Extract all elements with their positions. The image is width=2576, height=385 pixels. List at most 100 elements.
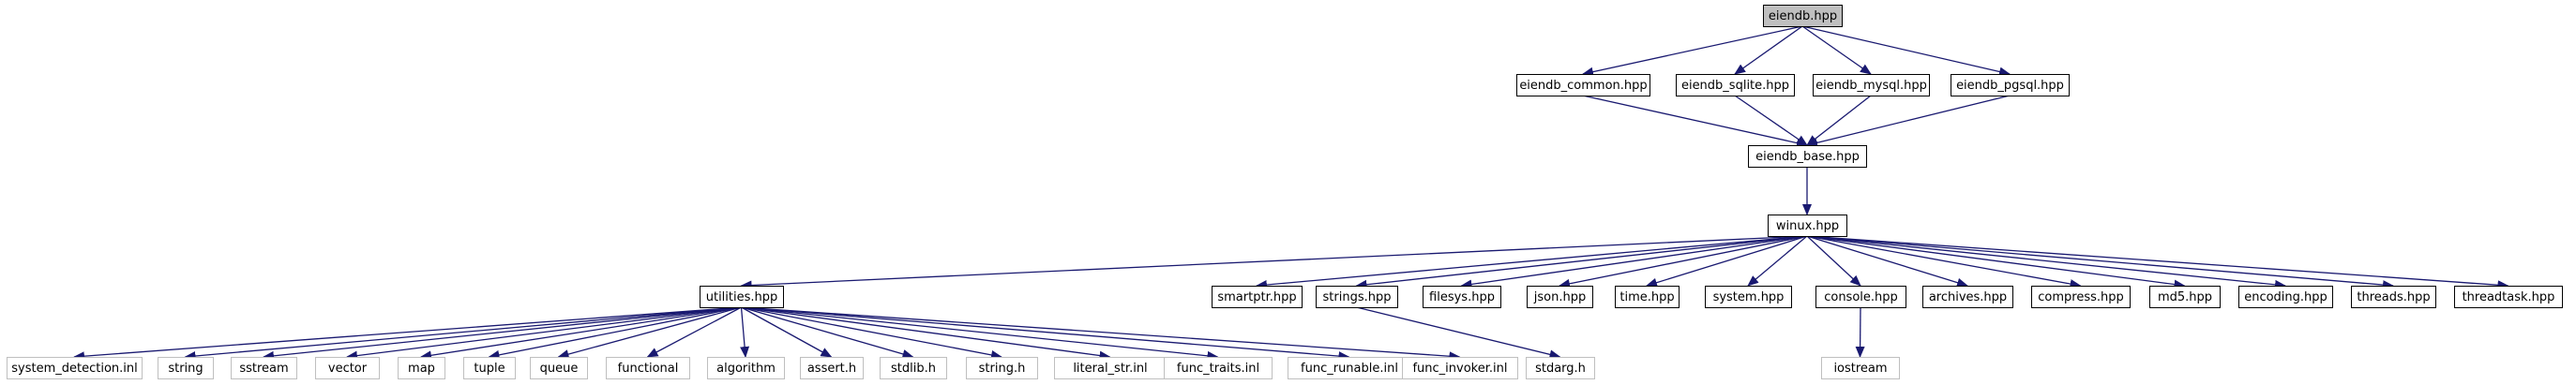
node-label: md5.hpp	[2158, 290, 2212, 304]
node-threadtask[interactable]: threadtask.hpp	[2454, 286, 2563, 308]
node-label: eiendb_sqlite.hpp	[1681, 79, 1789, 93]
node-box	[2149, 286, 2221, 308]
node-utilities[interactable]: utilities.hpp	[700, 286, 784, 308]
node-eiendb-hpp[interactable]: eiendb.hpp	[1763, 5, 1843, 27]
edge-winux-to-archives	[1806, 235, 1968, 288]
node-label: system.hpp	[1713, 290, 1785, 304]
node-eiendb-sqlite[interactable]: eiendb_sqlite.hpp	[1676, 74, 1795, 96]
edge-utilities-to-string	[184, 306, 742, 362]
node-label: iostream	[1833, 362, 1887, 376]
edge-eiendb_sqlite-to-eiendb_base	[1734, 95, 1808, 146]
edge-utilities-to-functional	[646, 306, 742, 358]
node-assert-h: assert.h	[800, 357, 864, 379]
node-archives[interactable]: archives.hpp	[1922, 286, 2013, 308]
node-box	[1748, 145, 1867, 168]
node-label: literal_str.inl	[1073, 362, 1147, 376]
edge-utilities-to-func_runable	[741, 306, 1350, 362]
node-box	[1705, 286, 1792, 308]
node-box	[7, 357, 143, 379]
node-box	[1676, 74, 1795, 96]
node-queue: queue	[530, 357, 588, 379]
node-box	[2031, 286, 2131, 308]
node-box	[1815, 286, 1906, 308]
node-eiendb-base[interactable]: eiendb_base.hpp	[1748, 145, 1867, 168]
node-string-h: string.h	[966, 357, 1038, 379]
edge-winux-to-threads	[1806, 235, 2394, 290]
node-time[interactable]: time.hpp	[1615, 286, 1680, 308]
node-box	[1615, 286, 1680, 308]
edge-winux-to-strings	[1355, 235, 1808, 289]
node-box	[1316, 286, 1398, 308]
edge-eiendb_hpp-to-eiendb_common	[1582, 25, 1803, 77]
edge-strings-to-stdarg_h	[1356, 306, 1561, 360]
node-label: json.hpp	[1533, 290, 1586, 304]
node-label: console.hpp	[1824, 290, 1898, 304]
edge-utilities-to-func_traits	[741, 306, 1219, 361]
node-box	[700, 286, 784, 308]
edge-eiendb_hpp-to-eiendb_mysql	[1801, 25, 1872, 75]
node-label: encoding.hpp	[2244, 290, 2327, 304]
node-label: map	[408, 362, 435, 376]
node-strings[interactable]: strings.hpp	[1316, 286, 1398, 308]
edges-layer	[73, 25, 2509, 362]
edge-utilities-to-assert_h	[741, 306, 833, 358]
node-stdarg-h: stdarg.h	[1526, 357, 1595, 379]
node-box	[315, 357, 380, 379]
node-eiendb-pgsql[interactable]: eiendb_pgsql.hpp	[1951, 74, 2070, 96]
edge-eiendb_hpp-to-eiendb_sqlite	[1734, 25, 1803, 75]
node-console[interactable]: console.hpp	[1815, 286, 1906, 308]
node-label: func_traits.inl	[1177, 362, 1259, 376]
edge-winux-to-console	[1806, 235, 1861, 287]
node-label: time.hpp	[1619, 290, 1674, 304]
node-label: eiendb_mysql.hpp	[1815, 79, 1927, 93]
node-box	[398, 357, 445, 379]
node-func-traits: func_traits.inl	[1164, 357, 1273, 379]
node-box	[966, 357, 1038, 379]
node-literal-str: literal_str.inl	[1054, 357, 1167, 379]
node-box	[707, 357, 785, 379]
node-label: algorithm	[716, 362, 776, 376]
edge-winux-to-threadtask	[1806, 235, 2509, 290]
edge-utilities-to-algorithm	[740, 306, 750, 358]
node-winux[interactable]: winux.hpp	[1768, 215, 1847, 237]
edge-utilities-to-func_invoker	[741, 306, 1461, 362]
edge-eiendb_hpp-to-eiendb_pgsql	[1801, 25, 2011, 77]
node-func-invoker: func_invoker.inl	[1402, 357, 1518, 379]
edge-eiendb_mysql-to-eiendb_base	[1806, 95, 1872, 146]
node-label: functional	[618, 362, 679, 376]
node-json[interactable]: json.hpp	[1527, 286, 1593, 308]
node-label: eiendb_common.hpp	[1519, 79, 1647, 93]
node-filesys[interactable]: filesys.hpp	[1423, 286, 1501, 308]
edge-console-to-iostream	[1855, 306, 1865, 358]
edge-eiendb_pgsql-to-eiendb_base	[1806, 95, 2011, 148]
node-box	[606, 357, 690, 379]
node-label: archives.hpp	[1929, 290, 2007, 304]
node-label: eiendb_pgsql.hpp	[1956, 79, 2064, 93]
node-box	[530, 357, 588, 379]
node-compress[interactable]: compress.hpp	[2031, 286, 2131, 308]
node-encoding[interactable]: encoding.hpp	[2238, 286, 2333, 308]
node-box	[1951, 74, 2070, 96]
node-eiendb-mysql[interactable]: eiendb_mysql.hpp	[1813, 74, 1930, 96]
node-tuple: tuple	[463, 357, 516, 379]
edge-utilities-to-system_detection	[73, 306, 742, 362]
node-box	[2238, 286, 2333, 308]
node-threads[interactable]: threads.hpp	[2351, 286, 2436, 308]
node-box	[1516, 74, 1650, 96]
node-box	[1526, 357, 1595, 379]
node-label: string.h	[979, 362, 1026, 376]
node-label: vector	[328, 362, 368, 376]
node-eiendb-common[interactable]: eiendb_common.hpp	[1516, 74, 1650, 96]
node-box	[1212, 286, 1303, 308]
edge-utilities-to-literal_str	[741, 306, 1111, 361]
node-label: queue	[540, 362, 579, 376]
edge-utilities-to-stdlib_h	[741, 306, 914, 359]
node-system[interactable]: system.hpp	[1705, 286, 1792, 308]
node-label: func_invoker.inl	[1412, 362, 1507, 376]
node-iostream: iostream	[1821, 357, 1900, 379]
node-smartptr[interactable]: smartptr.hpp	[1212, 286, 1303, 308]
node-md5[interactable]: md5.hpp	[2149, 286, 2221, 308]
node-box	[1164, 357, 1273, 379]
edge-utilities-to-queue	[557, 306, 742, 359]
